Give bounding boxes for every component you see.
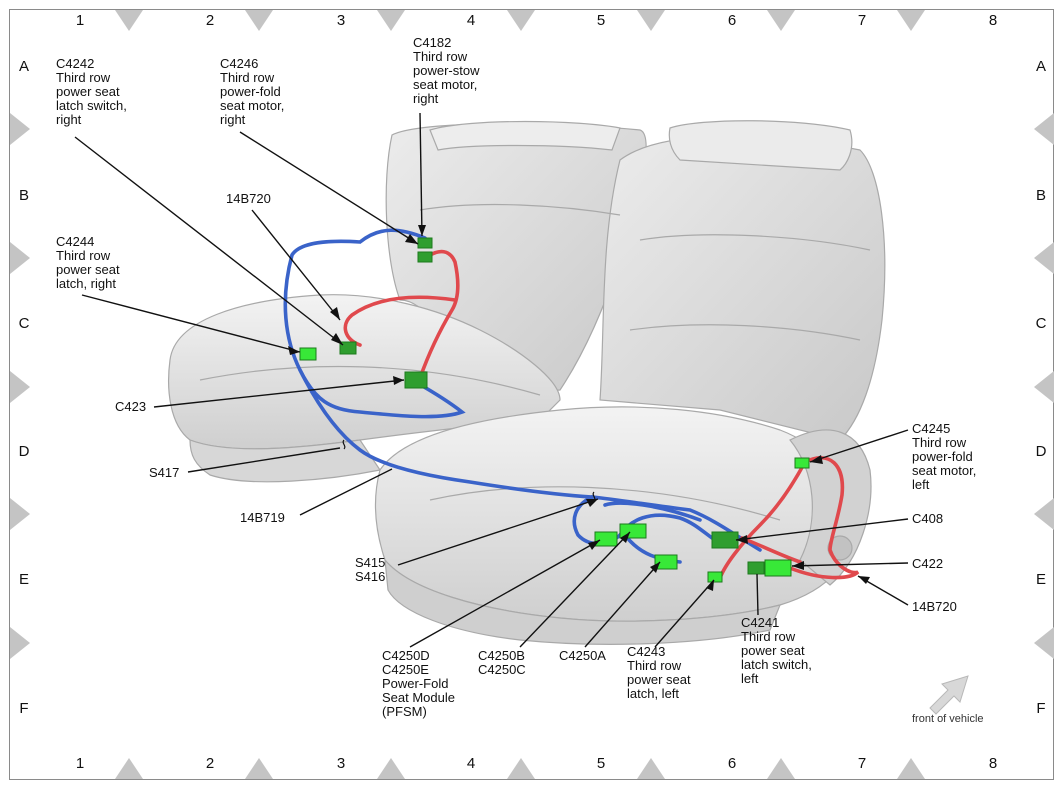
- col-label: 1: [75, 12, 85, 29]
- recline-knob: [827, 535, 853, 561]
- col-label: 1: [75, 755, 85, 772]
- col-label: 6: [727, 12, 737, 29]
- col-label: 8: [988, 755, 998, 772]
- row-label: C: [1035, 315, 1047, 332]
- callout-c4246: C4246 Third row power-fold seat motor, r…: [220, 56, 285, 127]
- seam-line-5: [429, 486, 781, 521]
- col-label: 2: [205, 755, 215, 772]
- left-headrest: [668, 120, 853, 171]
- top-triangles: [115, 10, 925, 31]
- callout-c4182: C4182 Third row power-stow seat motor, r…: [413, 35, 480, 106]
- col-label: 4: [466, 12, 476, 29]
- callout-c423: C423: [115, 399, 147, 414]
- front-arrow-icon: [929, 675, 969, 715]
- right-seat-front: [189, 439, 381, 483]
- callout-c4250a: C4250A: [559, 648, 606, 663]
- callout-14b719: 14B719: [240, 510, 285, 525]
- row-label: B: [18, 187, 29, 204]
- callout-c422: C422: [912, 556, 944, 571]
- row-label: D: [18, 443, 30, 460]
- callout-14b720-top: 14B720: [226, 191, 271, 206]
- col-label: 5: [596, 755, 606, 772]
- row-label: A: [18, 58, 29, 75]
- c4243-connector: [707, 571, 723, 583]
- col-label: 7: [857, 755, 867, 772]
- seam-line-3: [629, 324, 861, 341]
- bottom-triangles: [115, 758, 925, 779]
- callout-c4250d-e: C4250D C4250E Power-Fold Seat Module (PF…: [382, 648, 455, 719]
- left-triangles: [10, 113, 30, 659]
- callout-c408: C408: [912, 511, 944, 526]
- grid-markers: [10, 10, 1054, 779]
- row-label: F: [1036, 700, 1046, 717]
- callout-c4245: C4245 Third row power-fold seat motor, l…: [912, 421, 977, 492]
- seam-line-2: [639, 234, 871, 251]
- callout-c4243: C4243 Third row power seat latch, left: [627, 644, 691, 701]
- callout-s417: S417: [149, 465, 180, 480]
- left-seat-back: [599, 135, 886, 441]
- callout-14b720-right: 14B720: [912, 599, 957, 614]
- row-label: F: [19, 700, 29, 717]
- callout-c4242: C4242 Third row power seat latch switch,…: [56, 56, 127, 127]
- col-label: 7: [857, 12, 867, 29]
- row-label: E: [1035, 571, 1046, 588]
- callout-c4241: C4241 Third row power seat latch switch,…: [741, 615, 812, 686]
- left-seat-base: [384, 558, 781, 645]
- col-label: 8: [988, 12, 998, 29]
- harness-red: [343, 249, 860, 580]
- callout-c4244: C4244 Third row power seat latch, right: [56, 234, 120, 291]
- c4241-connector: [747, 561, 765, 575]
- callout-s415-s416: S415 S416: [355, 555, 386, 584]
- c4250a-connector: [654, 554, 678, 570]
- third-row-seat: [168, 120, 886, 645]
- c422-connector: [764, 559, 792, 577]
- arrowheads: [288, 225, 870, 591]
- col-label: 3: [336, 755, 346, 772]
- c423-connector: [404, 371, 428, 389]
- row-label: D: [1035, 443, 1047, 460]
- row-label: A: [1035, 58, 1046, 75]
- front-of-vehicle-label: front of vehicle: [912, 713, 984, 725]
- col-label: 5: [596, 12, 606, 29]
- left-seat-cushion: [374, 406, 856, 622]
- row-label: E: [18, 571, 29, 588]
- c4250de-connector: [594, 531, 618, 547]
- col-label: 6: [727, 755, 737, 772]
- seam-line-4: [199, 365, 541, 396]
- row-label: B: [1035, 187, 1046, 204]
- c4244-connector: [299, 347, 317, 361]
- right-seat-top: [429, 120, 621, 151]
- col-label: 2: [205, 12, 215, 29]
- row-label: C: [18, 315, 30, 332]
- seam-line-1: [419, 203, 621, 216]
- col-label: 4: [466, 755, 476, 772]
- c4182-connector: [417, 237, 433, 249]
- c4246-connector: [417, 251, 433, 263]
- c408-connector: [711, 531, 739, 549]
- leader-lines: [74, 112, 909, 648]
- c4242-connector: [339, 341, 357, 355]
- s417-splice: [342, 439, 346, 450]
- col-label: 3: [336, 12, 346, 29]
- callout-c4250b-c: C4250B C4250C: [478, 648, 526, 677]
- c4245-connector: [794, 457, 810, 469]
- right-triangles: [1034, 113, 1054, 659]
